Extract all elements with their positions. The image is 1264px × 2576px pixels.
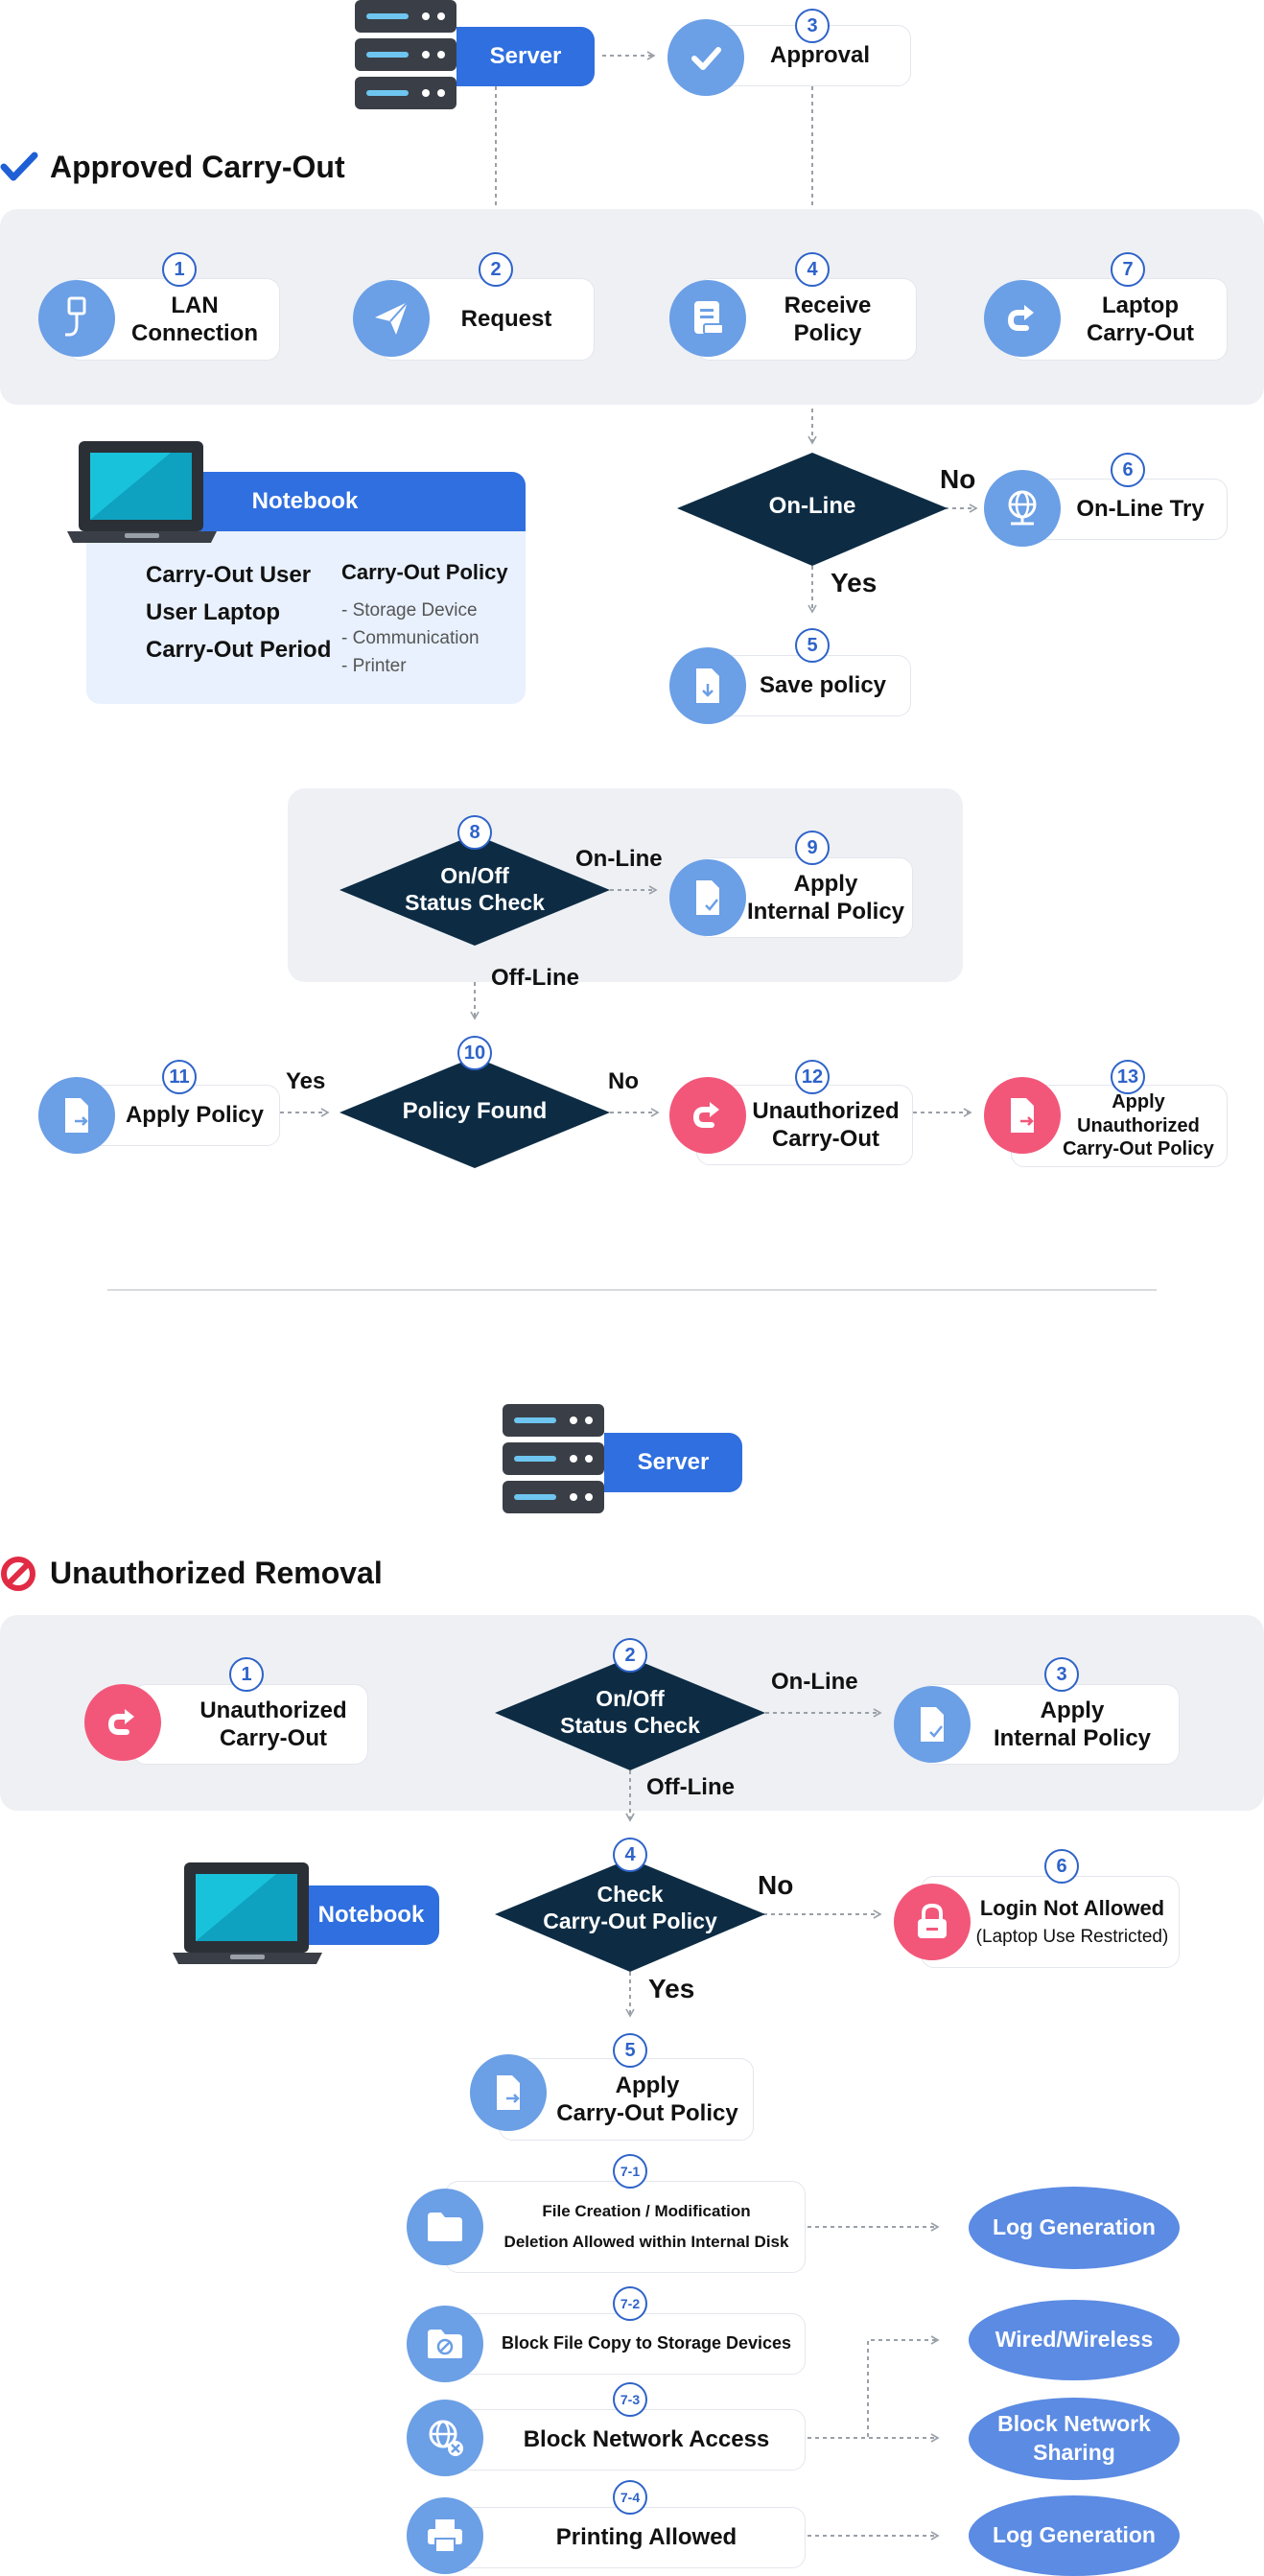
- notebook-policy-list: - Storage Device - Communication - Print…: [341, 597, 480, 680]
- step-number: 11: [162, 1060, 197, 1094]
- step-number: 4: [795, 252, 830, 287]
- file-check-icon: [669, 859, 746, 936]
- notebook-policy-title: Carry-Out Policy: [341, 560, 508, 584]
- step-number: 3: [1044, 1657, 1079, 1692]
- step-number: 5: [795, 628, 830, 663]
- file-arrow-icon: [984, 1077, 1061, 1154]
- document-icon: [669, 280, 746, 357]
- file-arrow-icon: [38, 1077, 115, 1154]
- step-number: 2: [479, 252, 513, 287]
- decision-online-label: On-Line: [768, 493, 856, 519]
- file-arrow-icon: [470, 2054, 547, 2131]
- sub-step-card[interactable]: Block Network Access: [445, 2409, 806, 2471]
- yes-label: Yes: [831, 568, 878, 597]
- lock-icon: [894, 1884, 971, 1960]
- decision-policy-found-diamond: [339, 1057, 610, 1168]
- sub-step-card[interactable]: Block File Copy to Storage Devices: [445, 2313, 806, 2375]
- section-title-unauthorized: Unauthorized Removal: [50, 1556, 383, 1590]
- checkmark-icon: [0, 152, 38, 189]
- server-label: Server: [604, 1433, 742, 1492]
- policy-found-label: Policy Found: [402, 1098, 548, 1124]
- online-label: On-Line: [771, 1669, 858, 1695]
- notebook-left-item: Carry-Out Period: [146, 637, 332, 663]
- step-number: 7-2: [613, 2286, 647, 2321]
- step-number: 7-3: [613, 2382, 647, 2417]
- approval-label: Approval: [769, 42, 870, 69]
- status-diamond-layer: [339, 834, 658, 946]
- step-number: 6: [1044, 1849, 1079, 1884]
- step-number: 2: [613, 1638, 647, 1673]
- no-label: No: [940, 464, 976, 494]
- step-number: 5: [613, 2033, 647, 2068]
- step-number: 13: [1111, 1060, 1145, 1094]
- step-number: 4: [613, 1838, 647, 1872]
- step-number: 7-1: [613, 2154, 647, 2189]
- notebook-left-item: Carry-Out User: [146, 562, 312, 588]
- step-number: 10: [457, 1036, 492, 1070]
- notebook-header: [199, 472, 526, 531]
- step-number: 12: [795, 1060, 830, 1094]
- yes-label: Yes: [648, 1974, 695, 2003]
- file-download-icon: [669, 647, 746, 724]
- printer-icon: [407, 2497, 483, 2574]
- paper-plane-icon: [353, 280, 430, 357]
- prohibited-icon: [0, 1556, 36, 1597]
- step-number: 6: [1111, 453, 1145, 487]
- notebook-policy-item: - Printer: [341, 656, 407, 676]
- log-generation-oval: Log Generation: [969, 2187, 1180, 2269]
- notebook-header: [284, 1885, 439, 1945]
- step-number: 1: [162, 252, 197, 287]
- step-number: 3: [795, 9, 830, 43]
- file-check-icon: [894, 1686, 971, 1763]
- redirect-arrow-icon: [669, 1077, 746, 1154]
- section-title-approved: Approved Carry-Out: [50, 150, 345, 184]
- no-label: No: [608, 1068, 639, 1094]
- log-generation-oval: Log Generation: [969, 2495, 1180, 2576]
- no-label: No: [758, 1870, 794, 1900]
- yes-label: Yes: [286, 1068, 326, 1094]
- globe-network-icon: [984, 470, 1061, 547]
- step-number: 8: [457, 815, 492, 850]
- server-icon: [353, 0, 458, 120]
- sub-step-card[interactable]: Printing Allowed: [445, 2507, 806, 2568]
- notebook-label: Notebook: [317, 1902, 425, 1928]
- folder-icon: [407, 2189, 483, 2265]
- folder-blocked-icon: [407, 2306, 483, 2382]
- notebook-left-item: User Laptop: [146, 599, 281, 625]
- globe-blocked-icon: [407, 2400, 483, 2476]
- notebook-policy-item: - Storage Device: [341, 600, 478, 621]
- offline-label: Off-Line: [491, 965, 579, 991]
- step-number: 1: [229, 1657, 264, 1692]
- step-number: 7-4: [613, 2480, 647, 2515]
- redirect-arrow-icon: [984, 280, 1061, 357]
- laptop-icon: [171, 1861, 324, 1973]
- step-number: 7: [1111, 252, 1145, 287]
- online-label: On-Line: [575, 846, 663, 872]
- offline-label: Off-Line: [646, 1774, 735, 1800]
- redirect-arrow-icon: [84, 1684, 161, 1761]
- server-label: Server: [456, 27, 595, 86]
- check-icon: [667, 19, 744, 96]
- status2-layer: [495, 1657, 882, 1822]
- wired-wireless-oval: Wired/Wireless: [969, 2300, 1180, 2380]
- decision-online-diamond: [677, 453, 948, 566]
- notebook-policy-item: - Communication: [341, 628, 480, 648]
- usb-icon: [38, 280, 115, 357]
- step-number: 9: [795, 831, 830, 865]
- notebook-title: Notebook: [251, 488, 359, 514]
- server-icon: [501, 1404, 606, 1524]
- notebook-left-list: Carry-Out User User Laptop Carry-Out Per…: [146, 556, 331, 668]
- laptop-icon: [65, 439, 219, 551]
- decision-check-diamond: [495, 1859, 765, 1972]
